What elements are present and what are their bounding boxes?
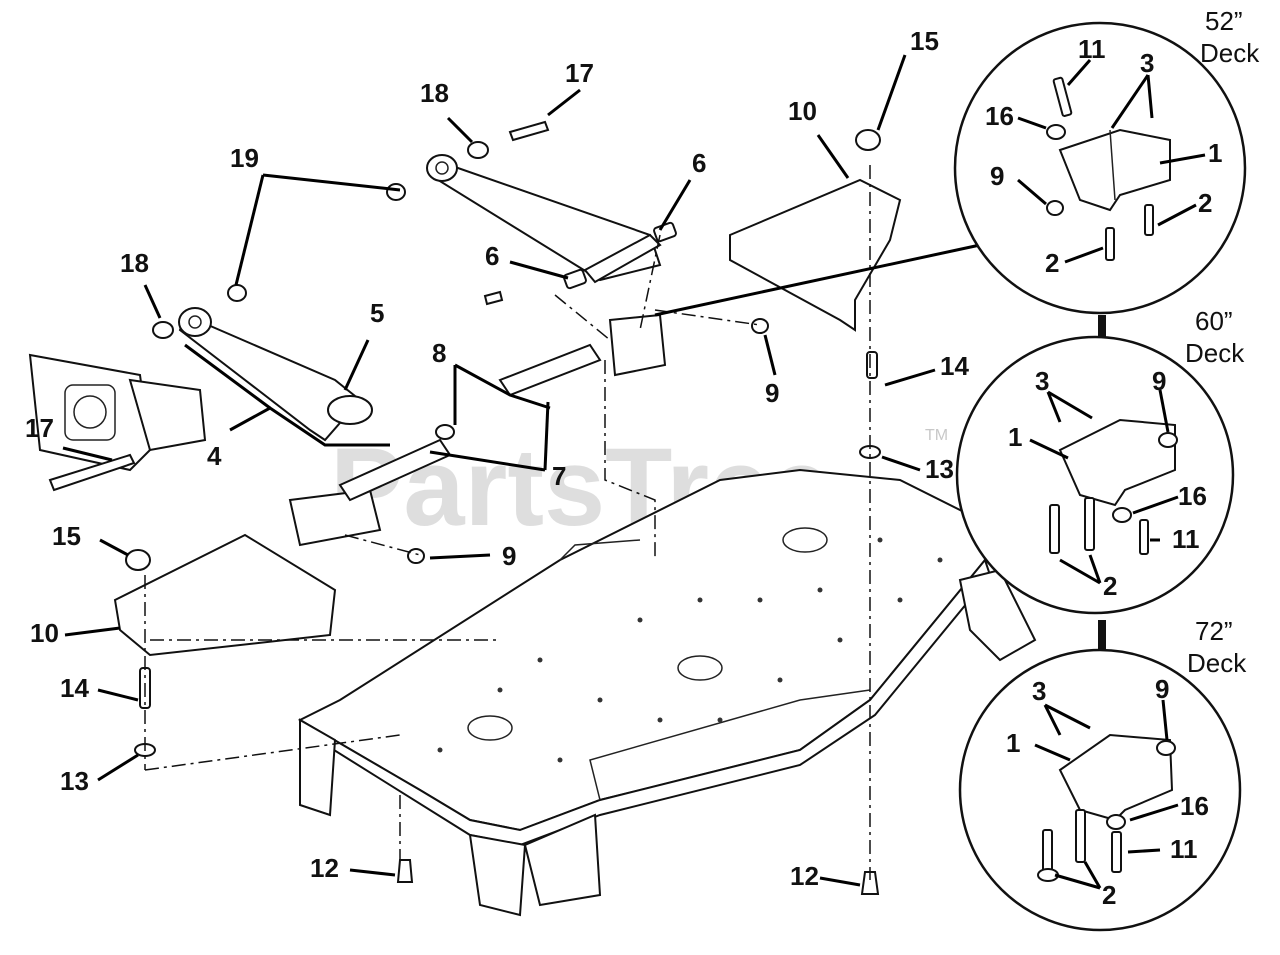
inset72-callout-16: 16 <box>1180 791 1209 821</box>
inset72-callout-9: 9 <box>1155 674 1169 704</box>
inset72-callout-3: 3 <box>1032 676 1046 706</box>
mower-deck <box>297 468 1037 917</box>
inset-52-callouts: 11 3 16 1 9 2 2 <box>985 34 1222 278</box>
callout-9-left: 9 <box>502 541 516 571</box>
leader-lines <box>62 54 981 887</box>
inset52-callout-9: 9 <box>990 161 1004 191</box>
deck-72-word: Deck <box>1187 648 1247 678</box>
inset60-callout-3: 3 <box>1035 366 1049 396</box>
deck-52-size: 52” <box>1205 6 1243 36</box>
callout-5: 5 <box>370 298 384 328</box>
inset-72-deck <box>958 648 1242 932</box>
callout-4: 4 <box>207 441 222 471</box>
callout-19: 19 <box>230 143 259 173</box>
inset-60-deck <box>955 335 1235 615</box>
pivot-brackets <box>288 221 677 547</box>
watermark-tm: TM <box>925 427 948 444</box>
inset52-callout-11: 11 <box>1078 34 1106 64</box>
deck-60-word: Deck <box>1185 338 1245 368</box>
callout-8: 8 <box>432 338 446 368</box>
inset52-callout-1: 1 <box>1208 138 1222 168</box>
callout-14-right: 14 <box>940 351 969 381</box>
inset60-callout-2: 2 <box>1103 571 1117 601</box>
callout-9-center: 9 <box>765 378 779 408</box>
inset60-callout-1: 1 <box>1008 422 1022 452</box>
assembly-lines <box>144 165 871 880</box>
deck-52-word: Deck <box>1200 38 1260 68</box>
callout-15-right: 15 <box>910 26 939 56</box>
callout-17-top: 17 <box>565 58 594 88</box>
inset60-callout-16: 16 <box>1178 481 1207 511</box>
callout-13-right: 13 <box>925 454 954 484</box>
inset-52-deck <box>953 21 1247 315</box>
callout-6-upper: 6 <box>692 148 706 178</box>
inset72-callout-11: 11 <box>1170 834 1198 864</box>
deck-60-size: 60” <box>1195 306 1233 336</box>
inset60-callout-11: 11 <box>1172 524 1200 554</box>
inset72-callout-1: 1 <box>1006 728 1020 758</box>
tractor-frame <box>28 353 207 472</box>
callout-6-lower: 6 <box>485 241 499 271</box>
callout-10-left: 10 <box>30 618 59 648</box>
inset-60-callouts: 3 9 1 16 11 2 <box>1008 366 1207 601</box>
callout-7: 7 <box>552 461 566 491</box>
callout-12-left: 12 <box>310 853 339 883</box>
inset-72-callouts: 3 9 1 16 11 2 <box>1006 674 1209 910</box>
callout-17-left: 17 <box>25 413 54 443</box>
lift-arm-assembly <box>178 154 662 442</box>
inset52-callout-2a: 2 <box>1198 188 1212 218</box>
deck-covers <box>113 178 902 657</box>
inset-connector-1 <box>1098 315 1106 345</box>
callout-18-top: 18 <box>420 78 449 108</box>
deck-size-labels: 52” Deck 60” Deck 72” Deck <box>1185 6 1260 678</box>
callout-10-right: 10 <box>788 96 817 126</box>
callout-18-left: 18 <box>120 248 149 278</box>
inset60-callout-9: 9 <box>1152 366 1166 396</box>
hardware <box>48 120 881 895</box>
callout-12-right: 12 <box>790 861 819 891</box>
inset52-callout-2b: 2 <box>1045 248 1059 278</box>
callout-15-left: 15 <box>52 521 81 551</box>
inset-connector-2 <box>1098 620 1106 650</box>
main-callouts: 17 18 19 18 5 4 17 6 6 8 7 9 10 15 14 13… <box>25 26 969 891</box>
inset72-callout-2: 2 <box>1102 880 1116 910</box>
callout-13-left: 13 <box>60 766 89 796</box>
inset52-callout-16: 16 <box>985 101 1014 131</box>
callout-14-left: 14 <box>60 673 89 703</box>
deck-72-size: 72” <box>1195 616 1233 646</box>
inset52-callout-3: 3 <box>1140 48 1154 78</box>
